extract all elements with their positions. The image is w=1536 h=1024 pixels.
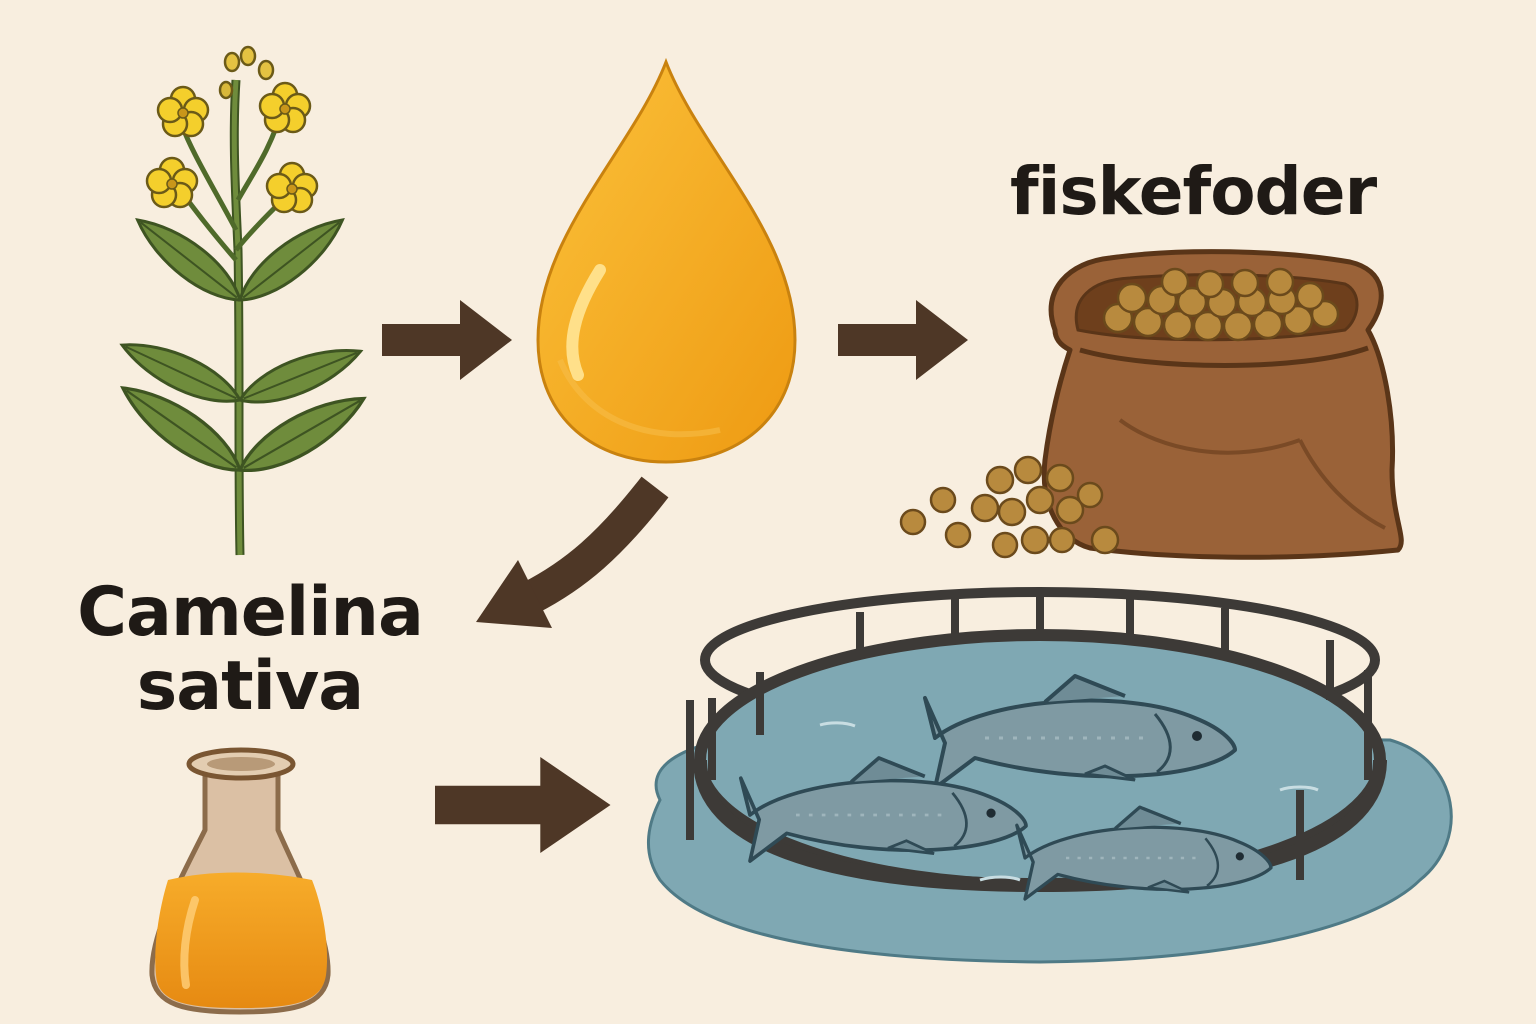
species-label: Camelina sativa <box>70 576 430 724</box>
arrow-oil-to-flask <box>476 476 669 628</box>
feed-pellets <box>899 455 1120 559</box>
feed-sack-icon <box>899 249 1404 560</box>
species-label-line1: Camelina <box>77 573 424 652</box>
camelina-plant-icon <box>110 45 375 556</box>
arrow-plant-to-oil <box>382 300 512 380</box>
oil-flask-icon <box>149 747 331 1015</box>
feed-label: fiskefoder <box>1010 153 1377 230</box>
species-label-line2: sativa <box>136 647 364 726</box>
oil-drop-icon <box>536 57 797 464</box>
fish-pen-icon <box>646 587 1453 964</box>
arrow-flask-to-farm <box>435 757 611 853</box>
arrow-oil-to-feed <box>838 300 968 380</box>
